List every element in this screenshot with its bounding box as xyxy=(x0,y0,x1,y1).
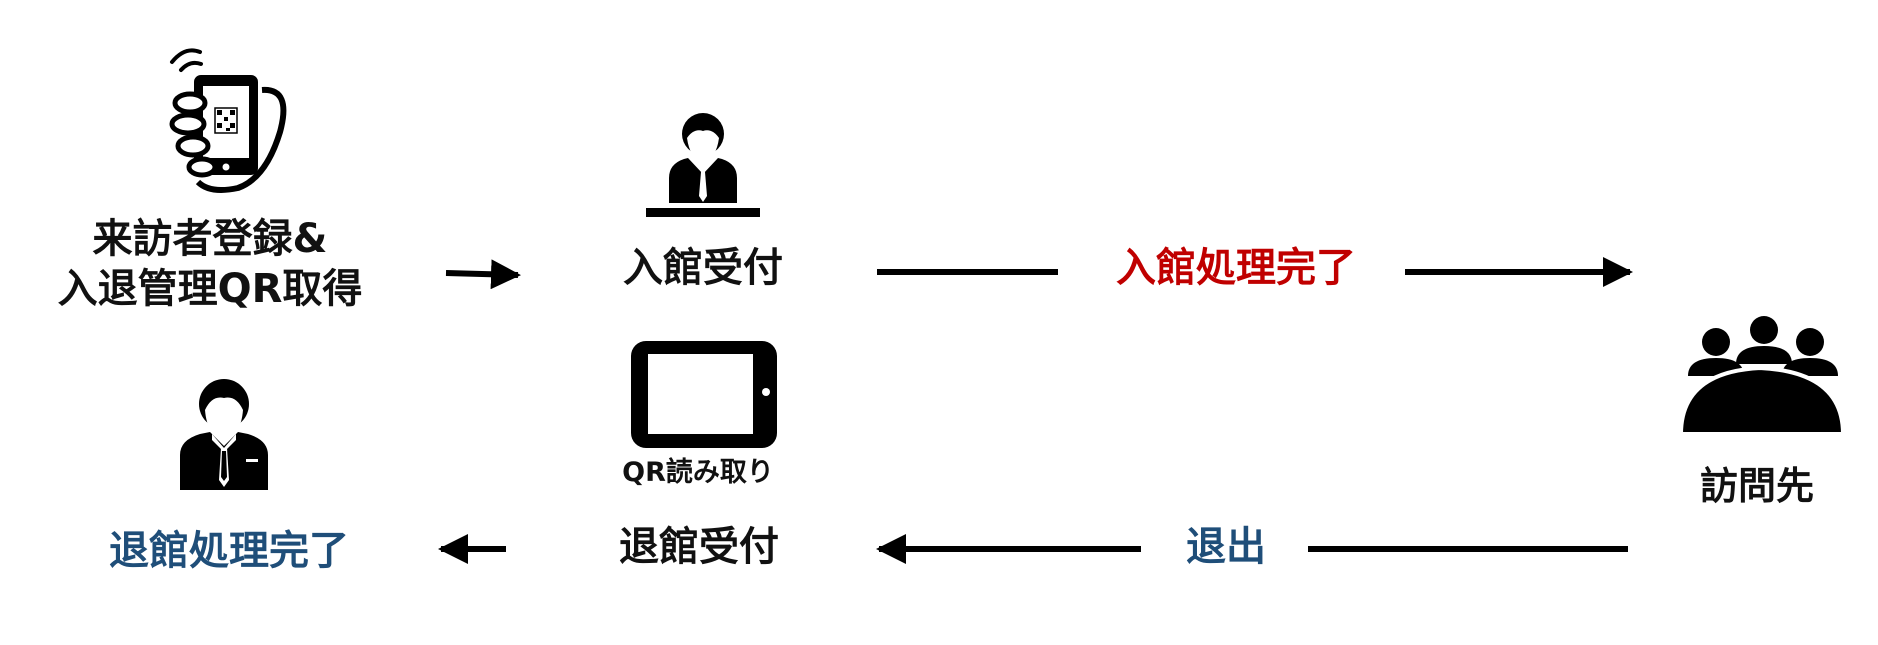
register-label-line2: 入退管理QR取得 xyxy=(57,266,363,312)
destination-label: 訪問先 xyxy=(1699,464,1815,508)
exit-reception-label: 退館受付 xyxy=(619,524,779,570)
entry-complete-label: 入館処理完了 xyxy=(1116,245,1356,291)
businessman-icon xyxy=(180,379,268,490)
receptionist-at-desk-icon xyxy=(646,113,760,217)
tablet-icon xyxy=(631,341,777,448)
exit-complete-label: 退館処理完了 xyxy=(109,528,349,574)
tablet-caption-label: QR読み取り xyxy=(622,457,774,488)
smartphone-qr-icon xyxy=(169,48,287,193)
entry-reception-label: 入館受付 xyxy=(623,245,783,291)
connector-arrows xyxy=(438,257,1633,564)
meeting-group-icon xyxy=(1679,316,1845,436)
exit-label: 退出 xyxy=(1186,524,1266,570)
register-label: 来訪者登録& 入退管理QR取得 xyxy=(58,214,363,314)
arrow-register-to-entry xyxy=(445,259,521,290)
register-label-line1: 来訪者登録& xyxy=(92,216,328,262)
